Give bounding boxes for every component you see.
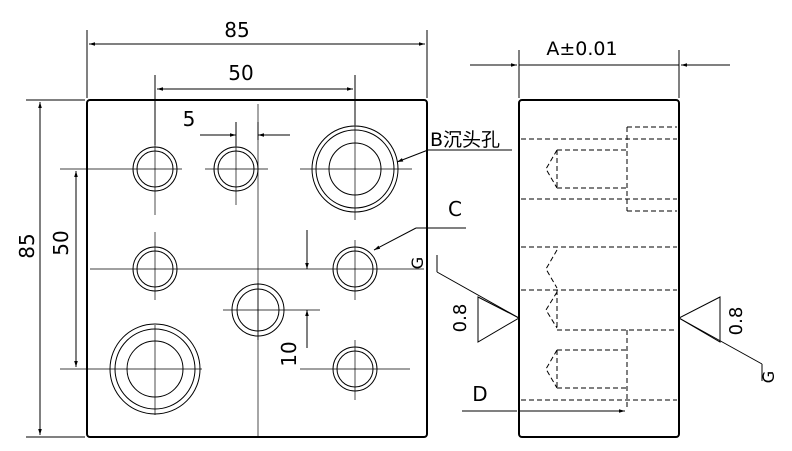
hole-top-left	[132, 146, 178, 192]
front-view-outline	[86, 99, 428, 438]
dim-left-height: 85	[15, 99, 85, 438]
hole-mid-left	[132, 246, 178, 292]
callout-d-label: D	[472, 382, 487, 406]
hole-top-middle	[213, 146, 259, 192]
callout-b-label: B沉头孔	[430, 129, 500, 151]
callout-d: D	[462, 382, 625, 413]
hole-bottom-right	[332, 346, 378, 392]
surface-finish-right-letter: G	[759, 371, 778, 383]
dim-small-offset: 5	[183, 107, 290, 146]
dim-right-offset: 10	[277, 230, 309, 367]
dim-right-offset-label: 10	[277, 341, 301, 366]
dim-small-offset-label: 5	[183, 107, 196, 131]
counterbore-bottom-left	[109, 323, 201, 415]
side-hidden-lower-holes	[521, 330, 677, 410]
surface-finish-right-value: 0.8	[726, 307, 747, 336]
hole-c-mid-right	[332, 246, 378, 292]
surface-finish-left-value: 0.8	[450, 304, 471, 333]
side-view-outline	[518, 99, 680, 438]
side-hidden-counterbore	[521, 126, 677, 212]
surface-finish-left: 0.8 G	[408, 255, 521, 343]
dim-top-width: 85	[86, 18, 428, 98]
front-centerlines	[60, 104, 424, 437]
dim-left-pitch: 50	[49, 171, 78, 367]
dim-side-width: A±0.01	[470, 38, 730, 98]
dim-top-pitch-label: 50	[228, 61, 253, 85]
counterbore-b-top-right	[311, 125, 399, 213]
callout-c-label: C	[448, 197, 462, 221]
surface-finish-right: 0.8 G	[677, 296, 778, 383]
side-hidden-middle-holes	[521, 246, 677, 331]
callout-c: C	[373, 197, 466, 251]
side-view: A±0.01	[408, 38, 778, 438]
dim-top-pitch: 50	[154, 61, 356, 145]
callout-b: B沉头孔	[396, 129, 512, 163]
dim-left-pitch-label: 50	[49, 230, 73, 255]
hole-center-low	[231, 283, 285, 337]
dim-top-width-label: 85	[224, 18, 249, 42]
front-view: 85 50 5 85 50	[15, 18, 512, 438]
surface-finish-left-letter: G	[408, 257, 427, 269]
dim-side-width-label: A±0.01	[546, 38, 617, 60]
dim-left-height-label: 85	[15, 233, 39, 258]
